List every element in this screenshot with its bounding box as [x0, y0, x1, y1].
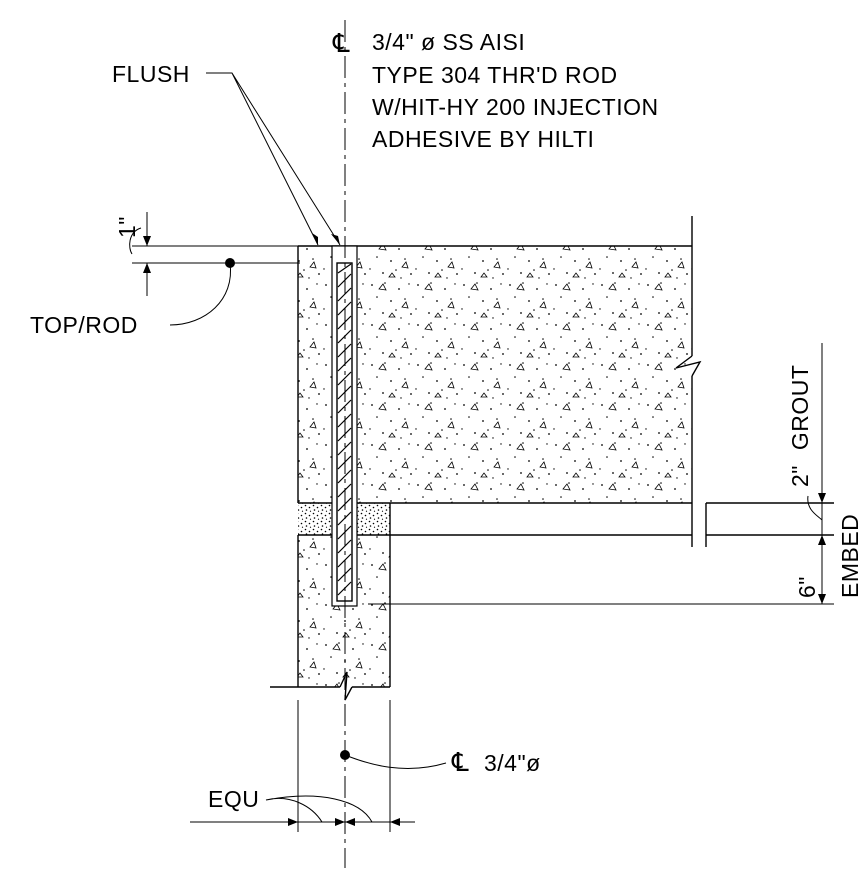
equ-label: EQU — [208, 786, 259, 812]
flush-arrowheads — [312, 233, 340, 245]
top-rod-leader — [169, 262, 232, 326]
equ-extension-lines — [297, 700, 391, 832]
grout-extension-lines — [390, 502, 834, 547]
top-rod-label: TOP/ROD — [30, 312, 138, 338]
grout-fill-right — [357, 503, 390, 535]
centerline-symbol-top: ℄ — [332, 28, 350, 58]
rod-thread-hatch-line — [337, 371, 352, 386]
embed-dim-text: EMBED — [837, 514, 862, 598]
top-dim-arrowheads — [143, 236, 151, 273]
wall-break-symbol — [339, 671, 353, 701]
slab-concrete-fill — [298, 246, 692, 503]
equ-dim-arrowheads — [288, 818, 400, 826]
note-line-3: W/HIT-HY 200 INJECTION — [372, 94, 659, 120]
embed-dim-value: 6" — [794, 576, 820, 598]
rod-thread-hatch-line — [337, 399, 352, 414]
rod-thread-hatch-line — [337, 441, 352, 456]
equ-leaders — [265, 795, 373, 823]
grout-fill-left — [298, 503, 332, 535]
rod-thread-hatch-line — [337, 287, 352, 302]
slab-break-symbol — [675, 355, 702, 377]
note-line-4: ADHESIVE BY HILTI — [372, 126, 594, 152]
top-dim-leader — [129, 227, 142, 255]
grout-dim-text: GROUT — [787, 365, 813, 451]
rod-thread-hatch-line — [337, 539, 352, 554]
grout-dim-value: 2" — [787, 465, 813, 487]
top-dim-value: 1" — [114, 216, 140, 238]
note-line-1: 3/4" ø SS AISI — [372, 29, 525, 55]
top-dim-extension-lines — [132, 212, 310, 296]
grout-dim-leader — [807, 495, 823, 521]
flush-label: FLUSH — [112, 61, 190, 87]
centerline-symbol-bottom: ℄ — [451, 747, 469, 777]
rod-thread-hatch-line — [337, 263, 352, 274]
flush-leader-lines — [206, 72, 341, 246]
rod-thread-hatch-line — [337, 469, 352, 484]
grout-dim-label: 2" GROUT — [787, 365, 813, 487]
rod-dia-label: 3/4"ø — [484, 750, 541, 776]
slab-outline — [297, 216, 693, 504]
wall-outline — [270, 535, 391, 688]
rod-dia-leader — [344, 754, 447, 769]
note-line-2: TYPE 304 THR'D ROD — [372, 62, 618, 88]
